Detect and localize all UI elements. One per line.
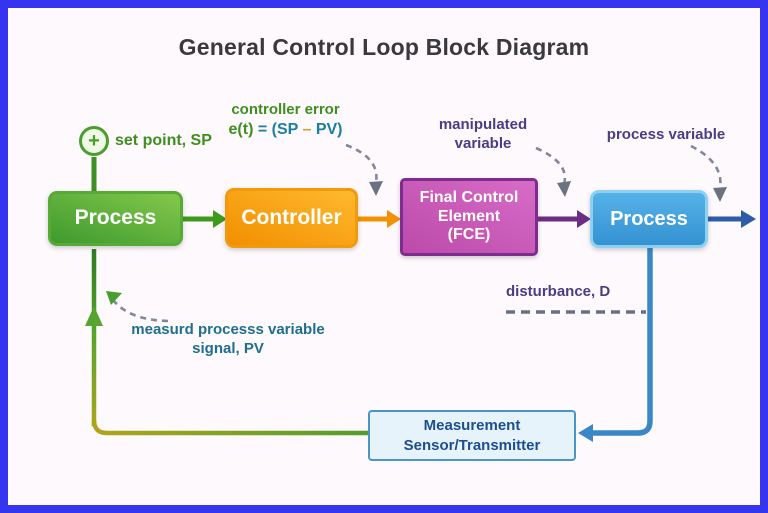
plus-icon: +: [88, 130, 100, 152]
block-measurement-line1: Measurement: [423, 417, 521, 434]
arrowhead-feedback-up: [85, 306, 103, 326]
manipulated-line1: manipulated: [438, 116, 528, 133]
block-measurement: Measurement Sensor/Transmitter: [368, 410, 576, 461]
block-controller-label: Controller: [241, 205, 342, 229]
measured-line2: signal, PV: [192, 339, 264, 357]
arrowhead-controller-to-fce: [387, 210, 401, 228]
controller-error-label: controller error e(t) = (SP – PV): [203, 101, 368, 140]
block-process-left-label: Process: [74, 206, 157, 230]
block-process-left: Process: [48, 191, 183, 246]
arrowhead-fce-to-process: [577, 210, 591, 228]
block-process-right: Process: [590, 190, 708, 248]
process-variable-label: process variable: [606, 126, 726, 143]
controller-error-equation: e(t) = (SP – PV): [203, 120, 368, 140]
arrowhead-process-to-controller: [213, 210, 227, 228]
dash-manipulated: [535, 146, 567, 185]
eq-minus: –: [302, 120, 316, 138]
dash-controller-error: [345, 143, 378, 183]
dash-measured-pv: [113, 300, 169, 323]
block-fce-line1: Final Control: [419, 189, 519, 207]
block-controller: Controller: [225, 188, 358, 248]
block-fce-line3: (FCE): [447, 226, 491, 244]
arrowhead-dash-controller-error: [369, 181, 383, 196]
manipulated-variable-label: manipulated variable: [418, 116, 548, 154]
eq-e: e(t): [228, 120, 254, 138]
set-point-label: set point, SP: [115, 132, 212, 149]
arrowhead-blue-feedback: [578, 424, 593, 442]
eq-pv: PV): [315, 120, 343, 138]
block-process-right-label: Process: [610, 207, 688, 230]
page-title: General Control Loop Block Diagram: [178, 34, 590, 60]
dash-process-variable: [690, 144, 722, 189]
disturbance-label: disturbance, D: [506, 283, 611, 300]
arrowhead-dash-manipulated: [557, 181, 571, 197]
controller-error-line1: controller error: [231, 101, 340, 118]
measured-pv-label: measurd processs variable signal, PV: [118, 321, 338, 359]
eq-sp: (SP: [271, 120, 303, 138]
manipulated-line2: variable: [454, 134, 512, 152]
wire-blue-feedback: [592, 248, 653, 436]
arrowhead-process-output: [741, 210, 756, 228]
arrowhead-dash-measured-pv: [106, 291, 122, 305]
block-measurement-line2: Sensor/Transmitter: [403, 436, 541, 454]
wire-feedback-horizontal: [91, 419, 368, 436]
block-fce-line2: Element: [437, 207, 501, 225]
arrowhead-dash-process-variable: [713, 187, 727, 202]
block-fce: Final Control Element (FCE): [400, 178, 538, 256]
summing-junction: +: [79, 126, 109, 156]
connector-layer: [85, 143, 756, 442]
eq-equals: =: [253, 120, 272, 138]
measured-line1: measurd processs variable: [131, 321, 325, 338]
